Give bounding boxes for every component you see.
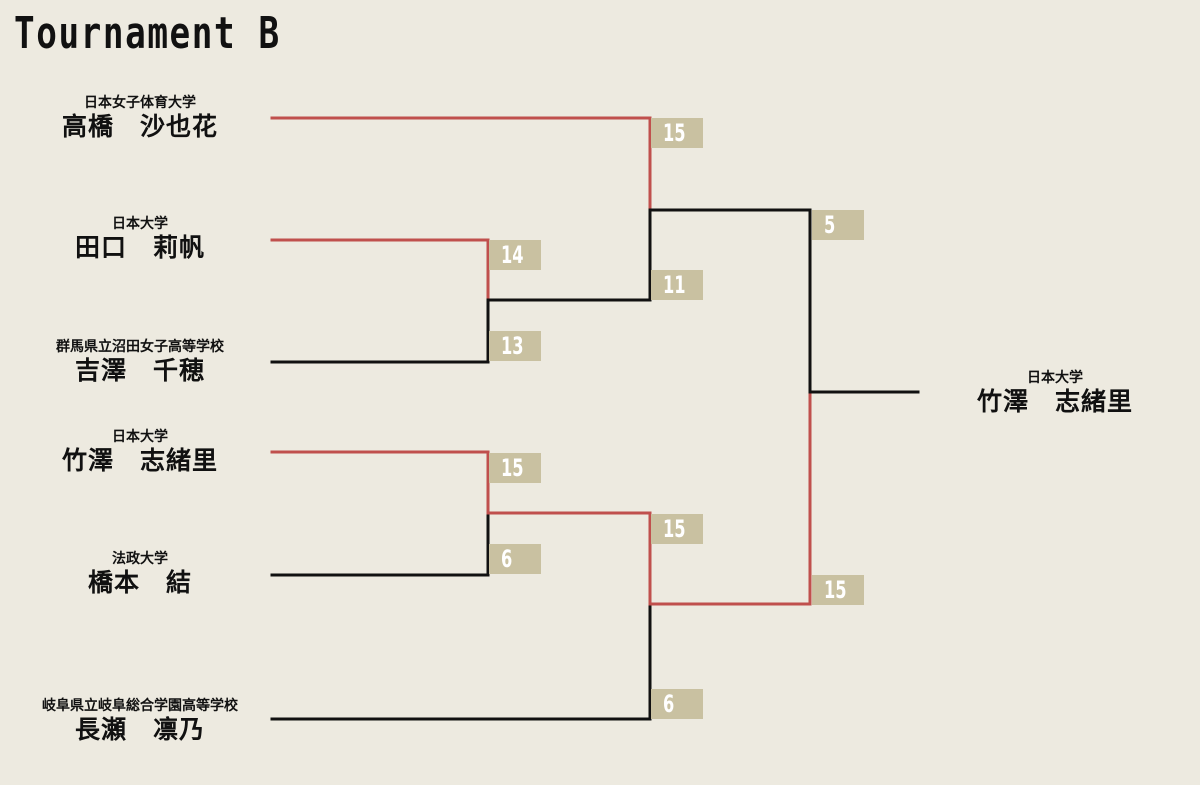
score-box: 15	[812, 575, 864, 605]
score-box: 11	[651, 270, 703, 300]
player-entry: 岐阜県立岐阜総合学園高等学校 長瀬 凛乃	[0, 697, 280, 745]
player-school: 群馬県立沼田女子高等学校	[56, 339, 224, 355]
bracket-line-loser	[270, 602, 652, 721]
bracket-line-winner	[270, 116, 652, 212]
player-school: 法政大学	[112, 551, 168, 567]
player-school: 岐阜県立岐阜総合学園高等学校	[42, 698, 238, 714]
score-box: 14	[489, 240, 541, 270]
champion-school: 日本大学	[1027, 370, 1083, 386]
player-entry: 法政大学 橋本 結	[0, 550, 280, 598]
champion-entry: 日本大学 竹澤 志緒里	[915, 369, 1195, 417]
player-name: 田口 莉帆	[74, 233, 205, 262]
bracket-line-winner	[270, 450, 490, 515]
bracket-line-loser	[270, 511, 490, 577]
player-name: 橋本 結	[87, 568, 192, 597]
player-entry: 日本大学 田口 莉帆	[0, 215, 280, 263]
bracket-line-winner	[270, 238, 490, 302]
bracket-line-loser	[648, 208, 812, 394]
player-school: 日本大学	[112, 216, 168, 232]
score-box: 15	[651, 118, 703, 148]
score-box: 5	[812, 210, 864, 240]
bracket-line-winner	[486, 511, 652, 606]
score-box: 13	[489, 331, 541, 361]
player-name: 竹澤 志緒里	[61, 446, 218, 475]
bracket-line-winner	[648, 390, 812, 606]
player-school: 日本女子体育大学	[84, 95, 196, 111]
player-entry: 日本大学 竹澤 志緒里	[0, 428, 280, 476]
player-name: 長瀬 凛乃	[74, 715, 205, 744]
player-name: 高橋 沙也花	[61, 112, 218, 141]
champion-name: 竹澤 志緒里	[976, 387, 1133, 416]
player-school: 日本大学	[112, 429, 168, 445]
score-box: 15	[489, 453, 541, 483]
score-box: 6	[489, 544, 541, 574]
score-box: 6	[651, 689, 703, 719]
player-entry: 群馬県立沼田女子高等学校 吉澤 千穂	[0, 338, 280, 386]
page-title: Tournament B	[14, 8, 281, 59]
bracket-line-loser	[270, 298, 490, 364]
score-box: 15	[651, 514, 703, 544]
player-name: 吉澤 千穂	[74, 356, 205, 385]
bracket-line-loser	[486, 208, 652, 302]
player-entry: 日本女子体育大学 高橋 沙也花	[0, 94, 280, 142]
